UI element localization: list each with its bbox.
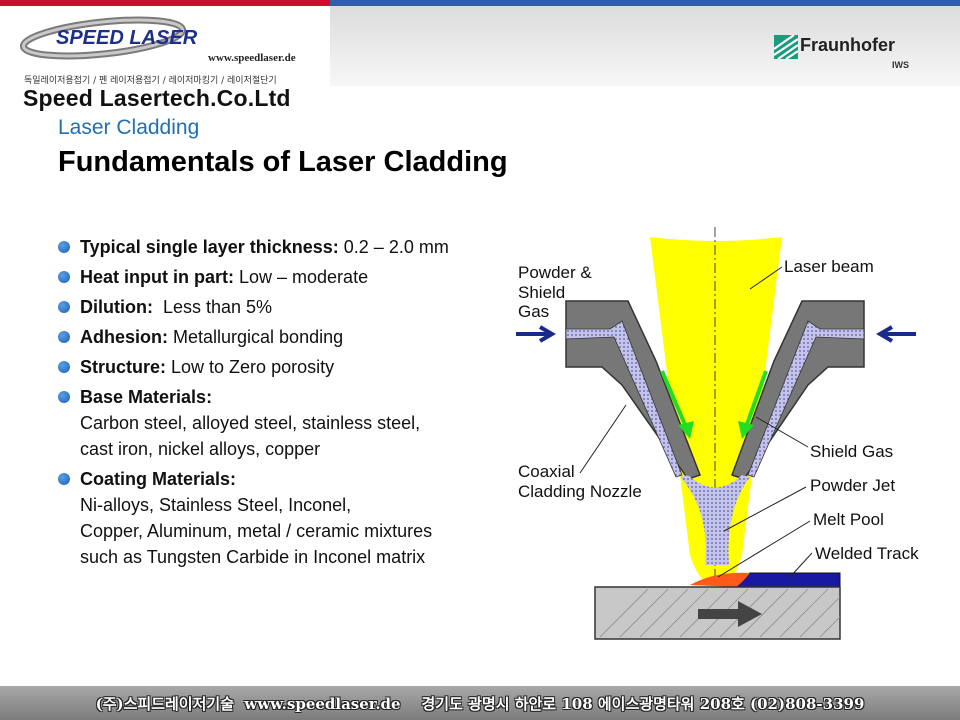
laser-beam [650, 237, 782, 586]
label-cladding-nozzle: Cladding Nozzle [518, 482, 642, 501]
motion-arrow-icon [698, 601, 762, 627]
bullet-item: Heat input in part: Low – moderate [56, 264, 536, 290]
cladding-diagram: Powder & Shield Gas Laser beam Shield Ga… [516, 227, 919, 640]
flow-arrow-right-icon [744, 370, 768, 428]
label-powder: Powder & [518, 263, 592, 282]
fraunhofer-mark-icon [774, 35, 798, 59]
footer-text: (주)스피드레이저기술 www.speedlaser.de 경기도 광명시 하안… [95, 695, 865, 713]
page-title: Fundamentals of Laser Cladding [58, 146, 508, 178]
top-bar-blue [330, 0, 960, 6]
footer-bar: (주)스피드레이저기술 www.speedlaser.de 경기도 광명시 하안… [0, 686, 960, 720]
bullet-icon [58, 271, 70, 283]
fraunhofer-logo: Fraunhofer IWS [774, 33, 924, 77]
label-shield-gas: Shield Gas [810, 442, 893, 461]
speed-laser-logo: SPEED LASER www.speedlaser.de 독일레이저용접기 /… [18, 10, 328, 111]
substrate-hatching [599, 588, 841, 638]
label-welded-track: Welded Track [815, 544, 919, 563]
header-band [330, 6, 960, 86]
partner-name: Fraunhofer [800, 35, 896, 55]
partner-subname: IWS [892, 60, 909, 70]
bullet-icon [58, 473, 70, 485]
bullet-item: Typical single layer thickness: 0.2 – 2.… [56, 234, 536, 260]
label-shield: Shield [518, 283, 565, 302]
powder-channel-right [747, 320, 865, 478]
swoosh-logo-icon: SPEED LASER [19, 16, 198, 60]
company-name: Speed Lasertech.Co.Ltd [23, 85, 291, 111]
powder-channel-left [565, 320, 683, 478]
bullet-item: Adhesion: Metallurgical bonding [56, 324, 536, 350]
gas-arrow-right-icon [876, 325, 916, 343]
label-gas: Gas [518, 302, 549, 321]
bullet-icon [58, 391, 70, 403]
top-bar-red [0, 0, 330, 6]
bullet-item: Structure: Low to Zero porosity [56, 354, 536, 380]
top-accent-bar [0, 0, 960, 6]
logo-wordmark: SPEED LASER [56, 27, 198, 49]
bullet-icon [58, 331, 70, 343]
logo-tagline: 독일레이저용접기 / 펜 레이저용접기 / 레이저마킹기 / 레이저절단기 [24, 76, 277, 86]
label-powder-jet: Powder Jet [810, 476, 895, 495]
flow-arrow-right-head [738, 421, 754, 439]
bullet-icon [58, 301, 70, 313]
bullet-item: Coating Materials:Ni-alloys, Stainless S… [56, 466, 536, 570]
label-laser-beam: Laser beam [784, 257, 874, 276]
bullet-icon [58, 241, 70, 253]
bullet-item: Base Materials:Carbon steel, alloyed ste… [56, 384, 536, 462]
logo-url: www.speedlaser.de [208, 52, 296, 64]
label-melt-pool: Melt Pool [813, 510, 884, 529]
flow-arrow-left-icon [660, 370, 688, 428]
flow-arrow-left-head [678, 421, 694, 439]
bullet-icon [58, 361, 70, 373]
melt-pool [690, 572, 750, 587]
label-coaxial: Coaxial [518, 462, 575, 481]
bullet-list: Typical single layer thickness: 0.2 – 2.… [56, 234, 536, 574]
powder-jet [680, 475, 750, 565]
section-title: Laser Cladding [58, 116, 200, 139]
bullet-item: Dilution: Less than 5% [56, 294, 536, 320]
gas-arrow-left-icon [516, 325, 556, 343]
